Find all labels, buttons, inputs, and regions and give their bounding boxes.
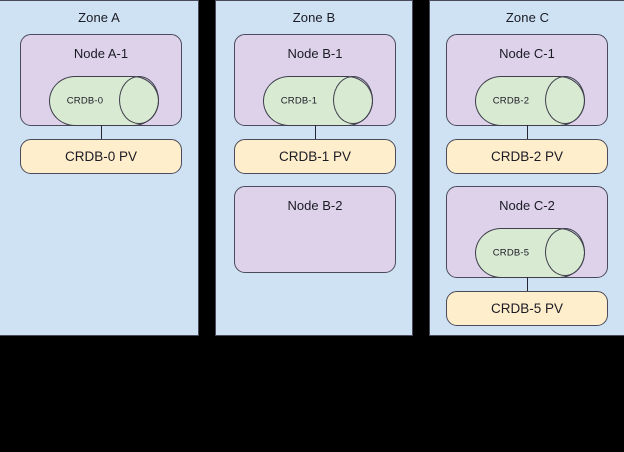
node-box-c-1[interactable]: Node C-1 CRDB-2: [446, 34, 608, 126]
pv-box-crdb-1[interactable]: CRDB-1 PV: [234, 139, 396, 174]
zone-panel-c: Zone C Node C-1 CRDB-2 CRDB-2 PV Node C-…: [429, 0, 624, 336]
pv-label-crdb-2: CRDB-2 PV: [490, 149, 563, 164]
connector-crdb-1-to-pv: [315, 125, 316, 140]
pv-box-crdb-0[interactable]: CRDB-0 PV: [20, 139, 182, 174]
node-box-b-2[interactable]: Node B-2: [234, 186, 396, 273]
node-c-2-title: Node C-2: [499, 198, 555, 213]
pv-box-crdb-2[interactable]: CRDB-2 PV: [446, 139, 608, 174]
database-label-crdb-1: CRDB-1: [280, 95, 318, 107]
zone-panel-a: Zone A Node A-1 CRDB-0 CRDB-0 PV: [0, 0, 199, 336]
node-box-b-1[interactable]: Node B-1 CRDB-1: [234, 34, 396, 126]
cylinder-cap-icon: [545, 76, 585, 124]
cylinder-cap-icon: [333, 76, 373, 124]
database-label-crdb-0: CRDB-0: [66, 95, 104, 107]
node-box-a-1[interactable]: Node A-1 CRDB-0: [20, 34, 182, 126]
database-cylinder-crdb-1[interactable]: CRDB-1: [263, 76, 373, 126]
node-a-1-title: Node A-1: [73, 46, 129, 61]
database-cylinder-crdb-0[interactable]: CRDB-0: [49, 76, 159, 126]
pv-box-crdb-5[interactable]: CRDB-5 PV: [446, 291, 608, 326]
database-label-crdb-2: CRDB-2: [492, 95, 530, 107]
node-box-c-2[interactable]: Node C-2 CRDB-5: [446, 186, 608, 278]
node-c-1-title: Node C-1: [499, 46, 555, 61]
zone-a-title: Zone A: [78, 10, 120, 25]
connector-crdb-0-to-pv: [101, 125, 102, 140]
database-cylinder-crdb-2[interactable]: CRDB-2: [475, 76, 585, 126]
node-b-1-title: Node B-1: [287, 46, 343, 61]
pv-label-crdb-5: CRDB-5 PV: [490, 301, 563, 316]
node-b-2-title: Node B-2: [287, 198, 343, 213]
zone-b-title: Zone B: [292, 10, 336, 25]
pv-label-crdb-0: CRDB-0 PV: [64, 149, 137, 164]
pv-label-crdb-1: CRDB-1 PV: [278, 149, 351, 164]
connector-crdb-2-to-pv: [527, 125, 528, 140]
zone-c-title: Zone C: [505, 10, 550, 25]
connector-crdb-5-to-pv: [527, 277, 528, 292]
database-cylinder-crdb-5[interactable]: CRDB-5: [475, 228, 585, 278]
database-label-crdb-5: CRDB-5: [492, 247, 530, 259]
cylinder-cap-icon: [119, 76, 159, 124]
zone-panel-b: Zone B Node B-1 CRDB-1 CRDB-1 PV Node B-…: [215, 0, 413, 336]
cylinder-cap-icon: [545, 228, 585, 276]
